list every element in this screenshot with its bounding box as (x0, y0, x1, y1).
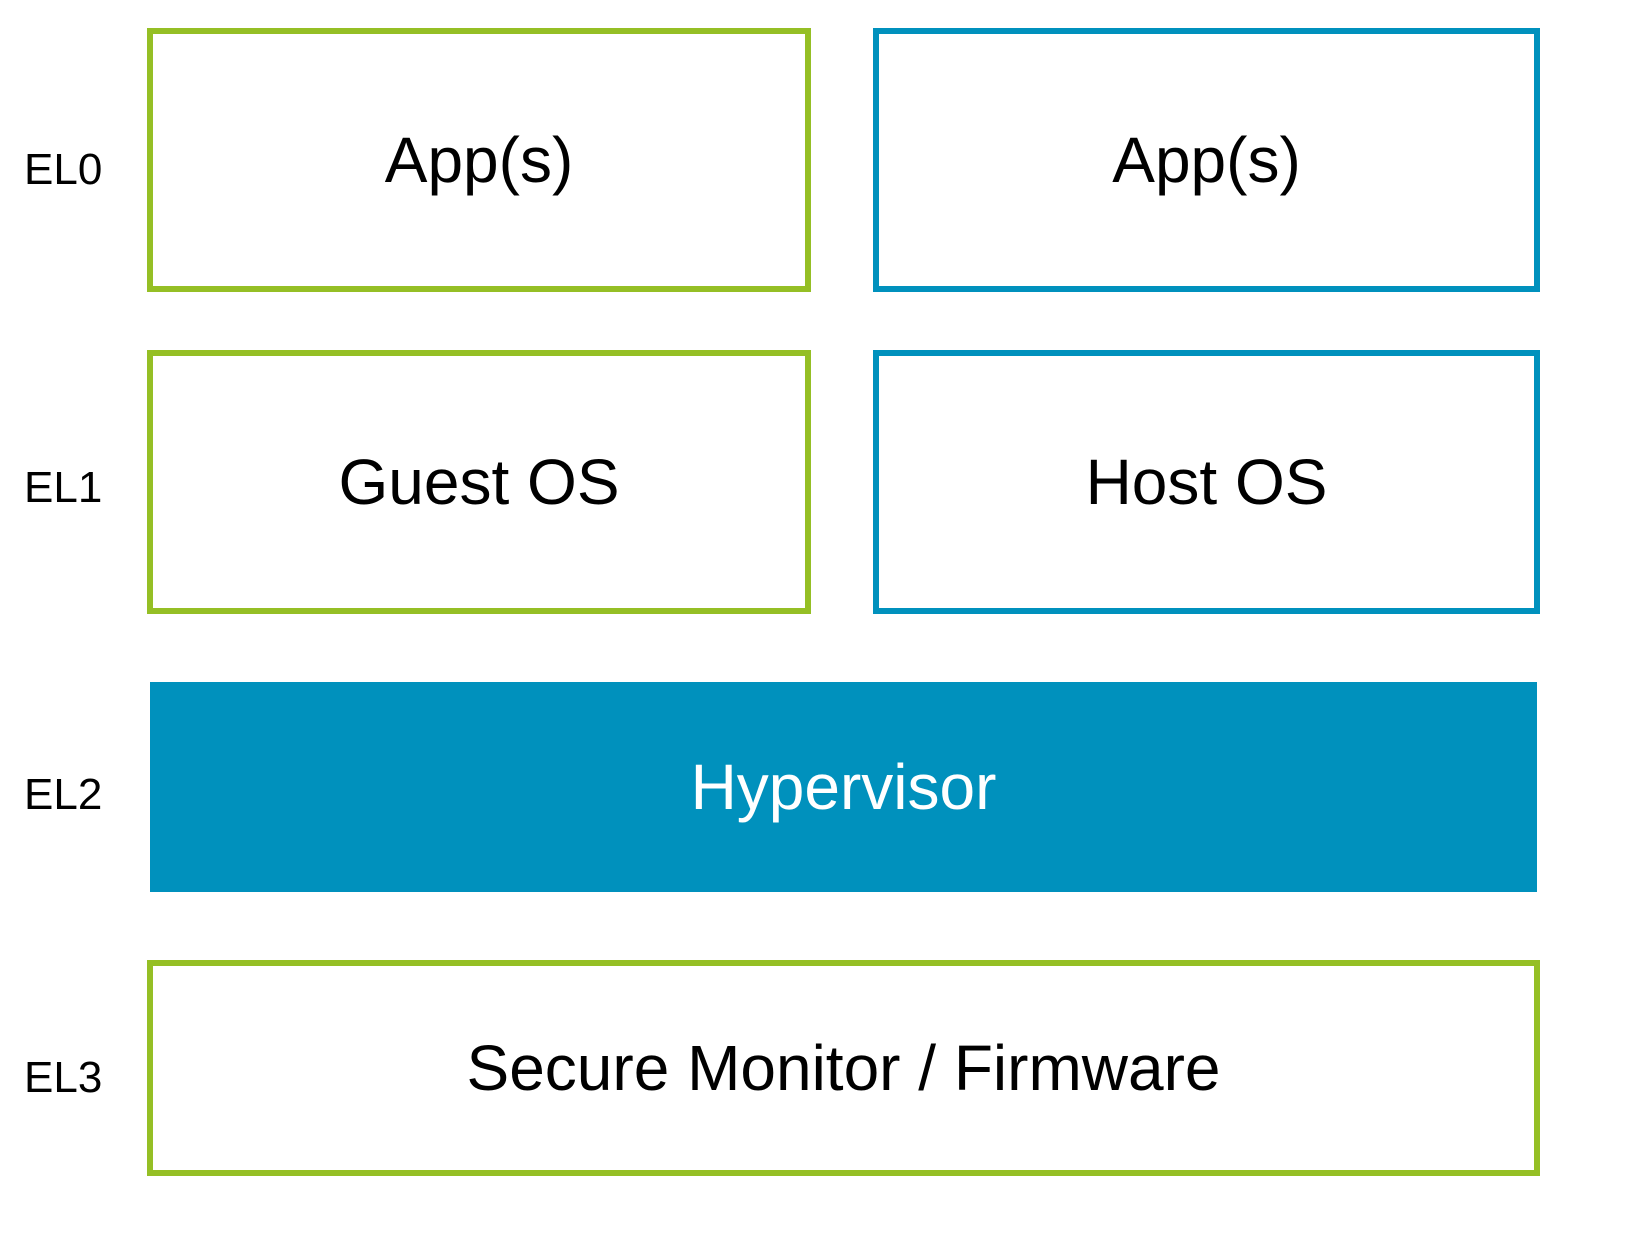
guest-apps-label: App(s) (384, 124, 574, 196)
host-os-label: Host OS (1085, 446, 1328, 518)
host-os-box: Host OS (873, 350, 1540, 614)
guest-apps-box: App(s) (147, 28, 811, 292)
guest-os-box: Guest OS (147, 350, 811, 614)
level-label-el2: EL2 (24, 770, 103, 819)
secure-monitor-label: Secure Monitor / Firmware (466, 1032, 1221, 1104)
level-label-el1: EL1 (24, 463, 103, 512)
guest-os-label: Guest OS (338, 446, 620, 518)
hypervisor-label: Hypervisor (690, 751, 997, 823)
host-apps-box: App(s) (873, 28, 1540, 292)
level-label-el3: EL3 (24, 1053, 103, 1102)
hypervisor-box: Hypervisor (150, 682, 1537, 892)
host-apps-label: App(s) (1112, 124, 1301, 196)
level-label-el0: EL0 (24, 145, 103, 194)
secure-monitor-box: Secure Monitor / Firmware (147, 960, 1540, 1176)
